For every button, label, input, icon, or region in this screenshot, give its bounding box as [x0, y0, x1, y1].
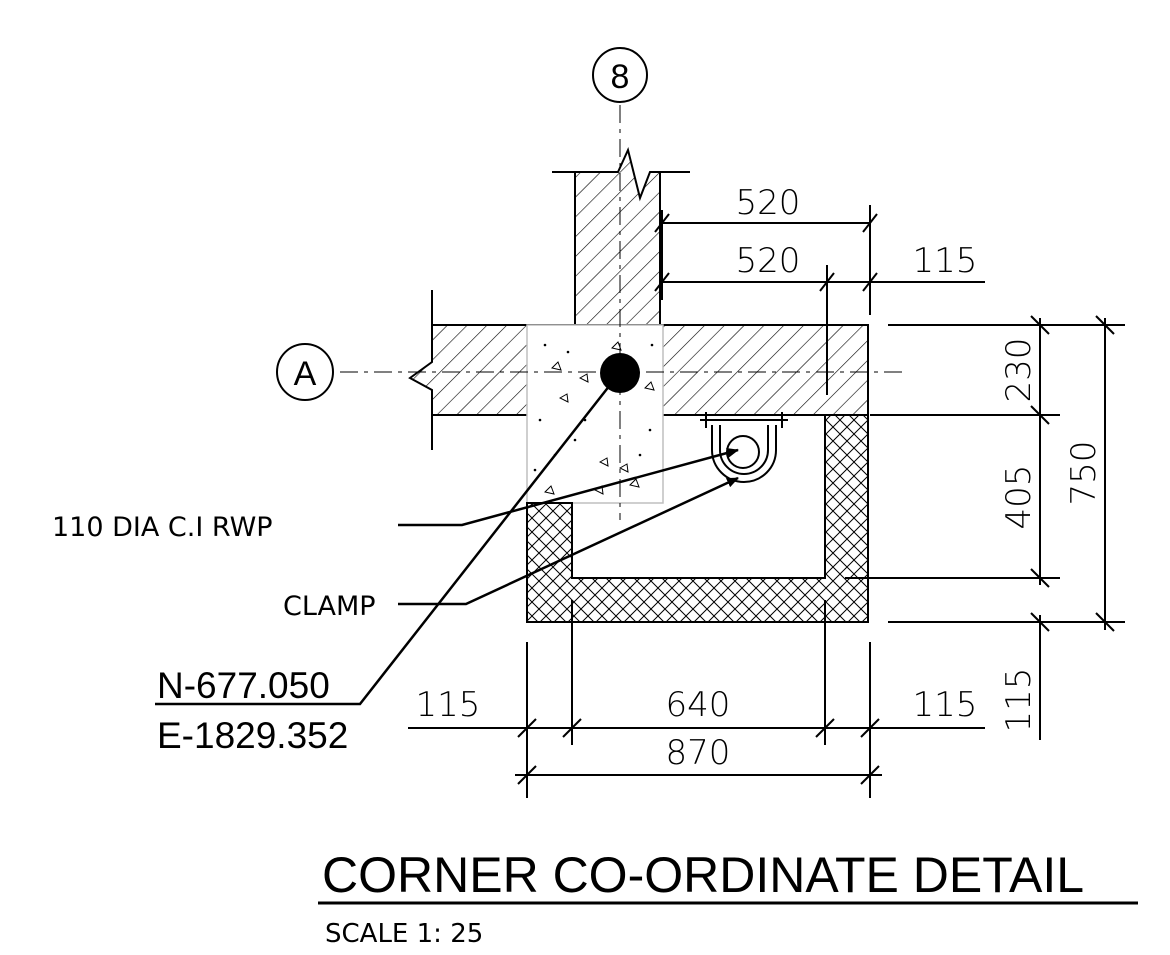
drawing-scale: SCALE 1: 25	[325, 919, 483, 949]
chamber-u-section	[526, 414, 869, 623]
right-dimensions	[845, 315, 1125, 740]
dim-bottom-870: 870	[666, 733, 731, 773]
dim-bottom-right-115: 115	[913, 685, 978, 725]
vertical-wall	[552, 146, 690, 326]
dim-top-upper: 520	[736, 183, 801, 223]
dim-right-230: 230	[999, 338, 1039, 403]
drawing-title: CORNER CO-ORDINATE DETAIL	[322, 847, 1084, 903]
dim-bottom-640: 640	[666, 685, 731, 725]
bottom-dimensions	[408, 600, 985, 798]
dim-top-lower: 520	[736, 241, 801, 281]
coordinate-east: E-1829.352	[157, 715, 348, 756]
coordinate-point	[600, 353, 640, 393]
concrete-column	[526, 324, 664, 504]
svg-text:A: A	[294, 355, 317, 393]
grid-bubble-8: 8	[592, 47, 648, 103]
svg-text:8: 8	[611, 58, 630, 96]
dim-bottom-left-115: 115	[416, 685, 481, 725]
top-dimensions	[654, 205, 985, 395]
dim-right-750: 750	[1064, 441, 1104, 506]
rwp-pipe-clamp	[700, 412, 788, 483]
dim-right-405: 405	[999, 465, 1039, 530]
leader-lines	[155, 384, 739, 706]
dim-right-115: 115	[999, 668, 1039, 733]
grid-bubble-a: A	[276, 343, 334, 401]
dim-top-right: 115	[913, 241, 978, 281]
note-clamp: CLAMP	[283, 591, 376, 622]
note-rwp-pipe: 110 DIA C.I RWP	[52, 512, 273, 543]
coordinate-north: N-677.050	[157, 665, 330, 706]
